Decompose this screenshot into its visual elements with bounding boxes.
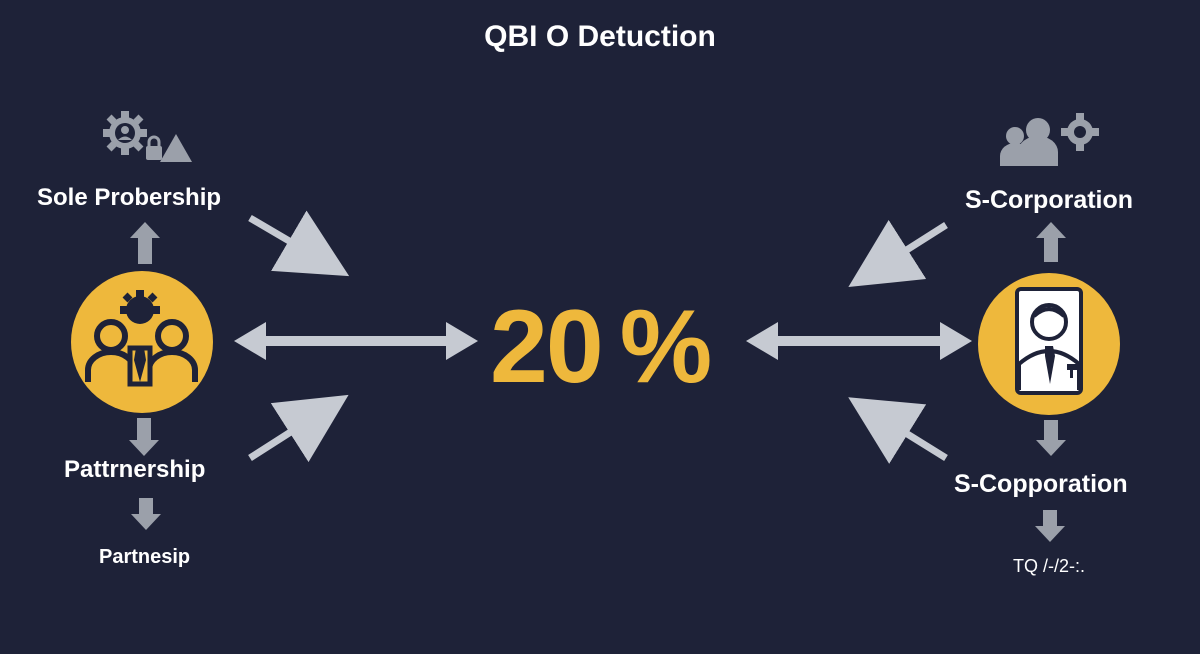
business-people-gear-icon: [71, 271, 213, 413]
label-s-corporation-bottom: TQ /-/2-:.: [1013, 556, 1085, 576]
center-unit: %: [619, 289, 712, 405]
group-gear-icon: [1000, 113, 1099, 166]
arrow-down-right: [1036, 420, 1066, 456]
arrow-partnership-to-center: [248, 394, 349, 463]
label-sole-proprietorship: Sole Probership: [37, 184, 222, 211]
arrow-up-left: [130, 222, 160, 264]
label-s-corporation-top: S-Corporation: [965, 186, 1134, 214]
arrow-scorp-bottom-to-center: [848, 397, 948, 464]
center-percentage: 20%: [490, 288, 750, 407]
arrow-sole-to-center: [248, 210, 350, 277]
arrow-down-left-lower: [131, 498, 161, 530]
label-partnership-bottom: Partnesip: [99, 546, 191, 568]
label-s-corporation-middle: S-Copporation: [954, 470, 1128, 498]
right-double-arrow: [746, 322, 972, 360]
diagram-title: QBI O Detuction: [484, 20, 716, 53]
businessman-id-card-icon: [978, 273, 1120, 415]
arrow-scorp-top-to-center: [848, 219, 948, 288]
arrow-down-left: [129, 418, 159, 456]
arrow-up-right: [1036, 222, 1066, 262]
arrow-down-right-lower: [1035, 510, 1065, 542]
center-number: 20: [490, 289, 604, 405]
gear-person-lock-icon: [103, 111, 192, 162]
left-double-arrow: [234, 322, 478, 360]
label-partnership: Pattrnership: [64, 456, 206, 483]
